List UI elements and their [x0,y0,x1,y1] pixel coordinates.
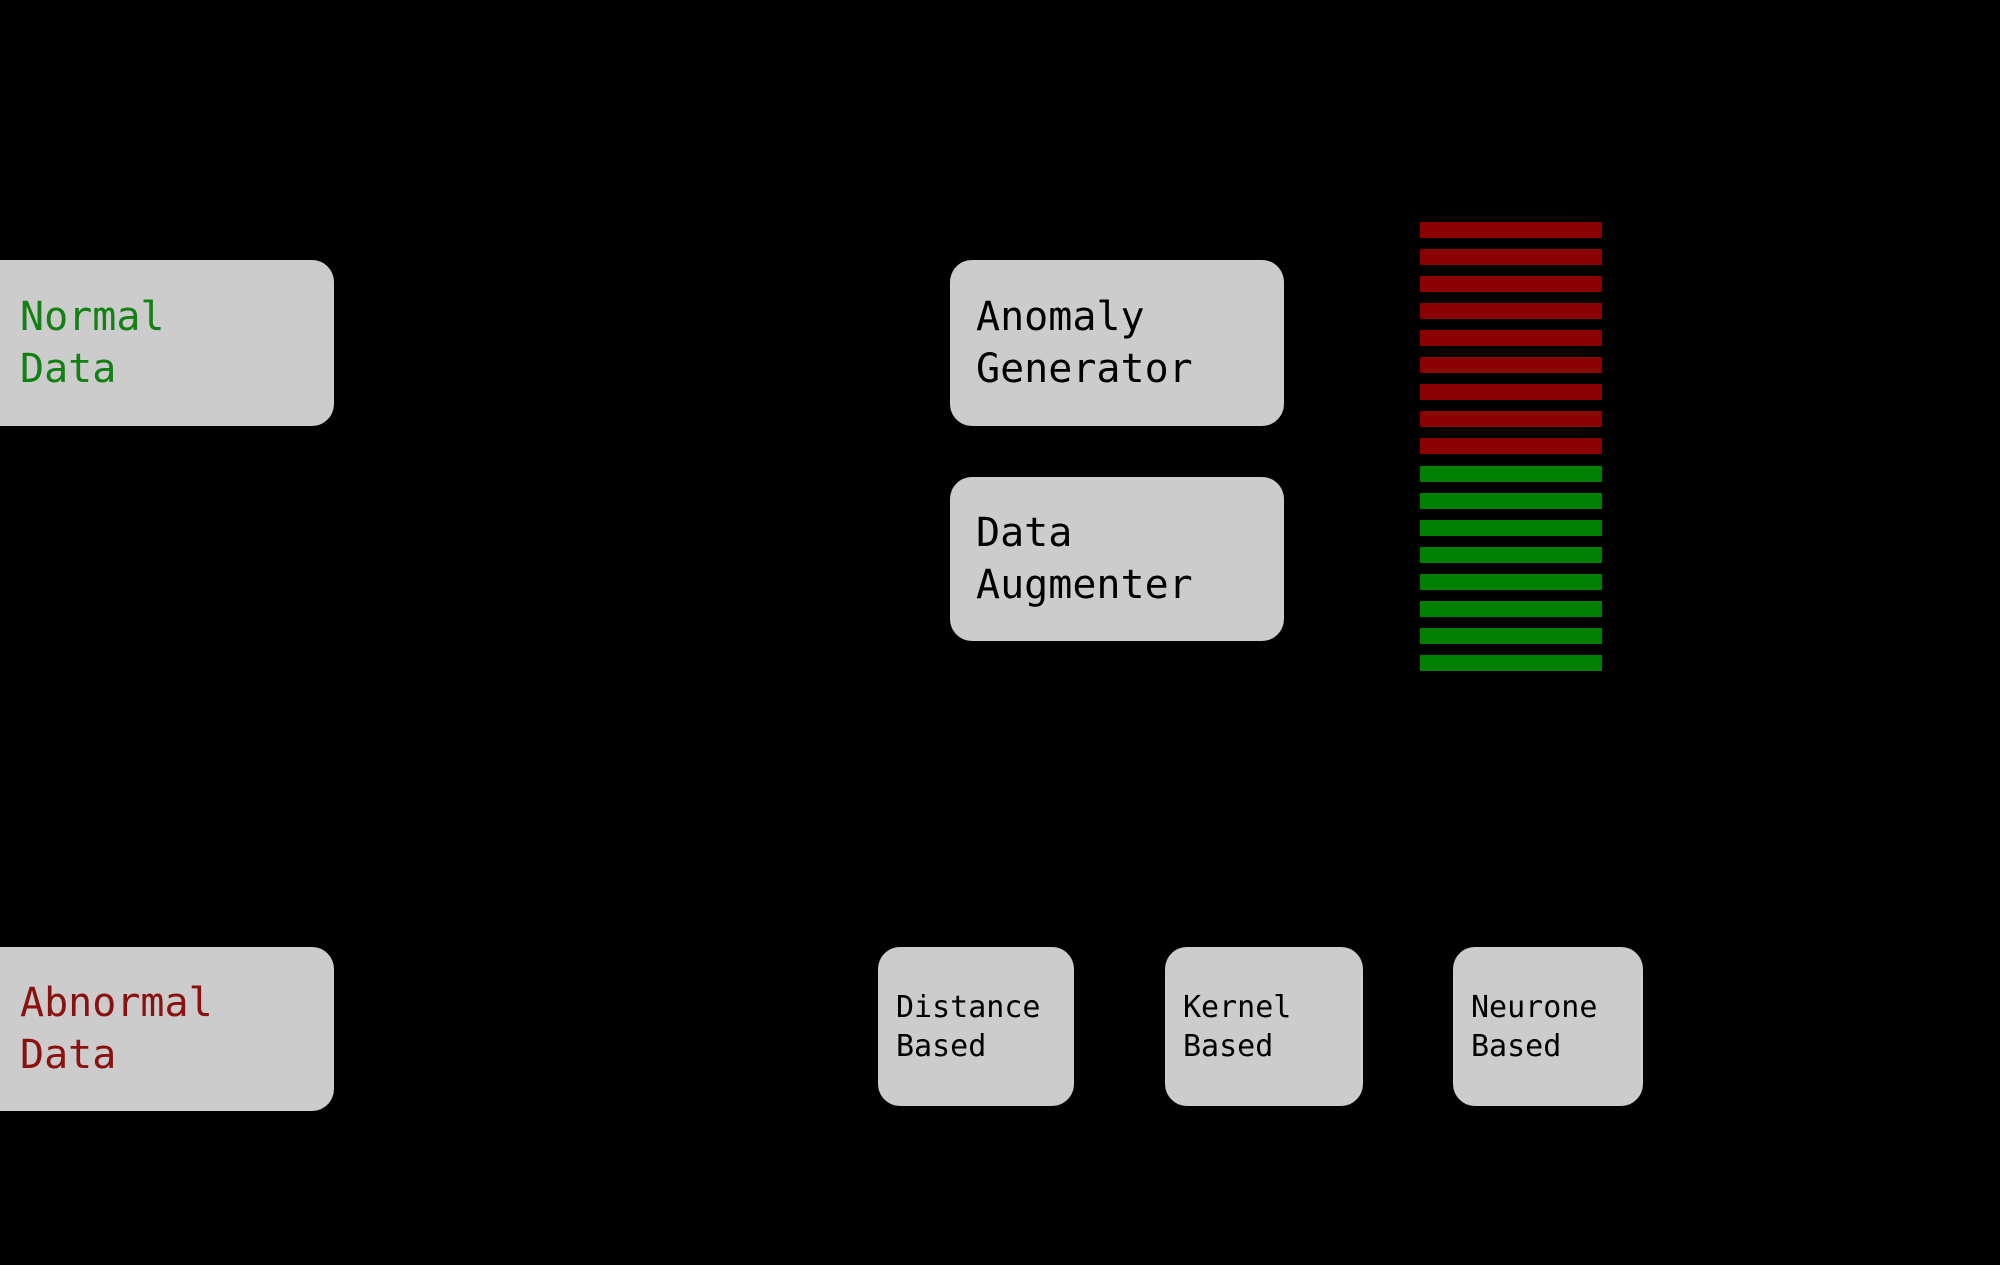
node-abnormal-data-line2: Data [20,1032,117,1078]
bar-normal [1420,547,1602,563]
bar-abnormal [1420,384,1602,400]
bar-normal [1420,520,1602,536]
node-abnormal-data[interactable]: Abnormal Data [0,947,334,1111]
node-kernel-based[interactable]: Kernel Based [1165,947,1363,1106]
node-anomaly-generator-line1: Anomaly [976,294,1145,340]
bar-normal [1420,601,1602,617]
bar-normal [1420,574,1602,590]
node-data-augmenter[interactable]: Data Augmenter [950,477,1284,641]
node-normal-data-line1: Normal [20,294,165,340]
bar-abnormal [1420,276,1602,292]
node-kernel-based-line2: Based [1183,1028,1274,1064]
node-normal-data[interactable]: Normal Data [0,260,334,426]
node-distance-based-line1: Distance [896,989,1041,1025]
bar-abnormal [1420,411,1602,427]
bar-abnormal [1420,222,1602,238]
bar-normal [1420,628,1602,644]
node-normal-data-line2: Data [20,346,117,392]
bar-abnormal [1420,438,1602,454]
bar-normal [1420,466,1602,482]
bar-abnormal [1420,303,1602,319]
node-neurone-based-line2: Based [1471,1028,1562,1064]
node-distance-based-line2: Based [896,1028,987,1064]
bar-abnormal [1420,330,1602,346]
bar-abnormal [1420,357,1602,373]
node-distance-based[interactable]: Distance Based [878,947,1074,1106]
bar-abnormal [1420,249,1602,265]
node-data-augmenter-line1: Data [976,510,1073,556]
bar-normal [1420,493,1602,509]
node-neurone-based-line1: Neurone [1471,989,1598,1025]
node-anomaly-generator-line2: Generator [976,346,1193,392]
node-anomaly-generator[interactable]: Anomaly Generator [950,260,1284,426]
node-neurone-based[interactable]: Neurone Based [1453,947,1643,1106]
generated-dataset-bar-stack [1420,222,1602,682]
node-abnormal-data-line1: Abnormal [20,980,213,1026]
bar-normal [1420,655,1602,671]
node-data-augmenter-line2: Augmenter [976,562,1193,608]
node-kernel-based-line1: Kernel [1183,989,1292,1025]
